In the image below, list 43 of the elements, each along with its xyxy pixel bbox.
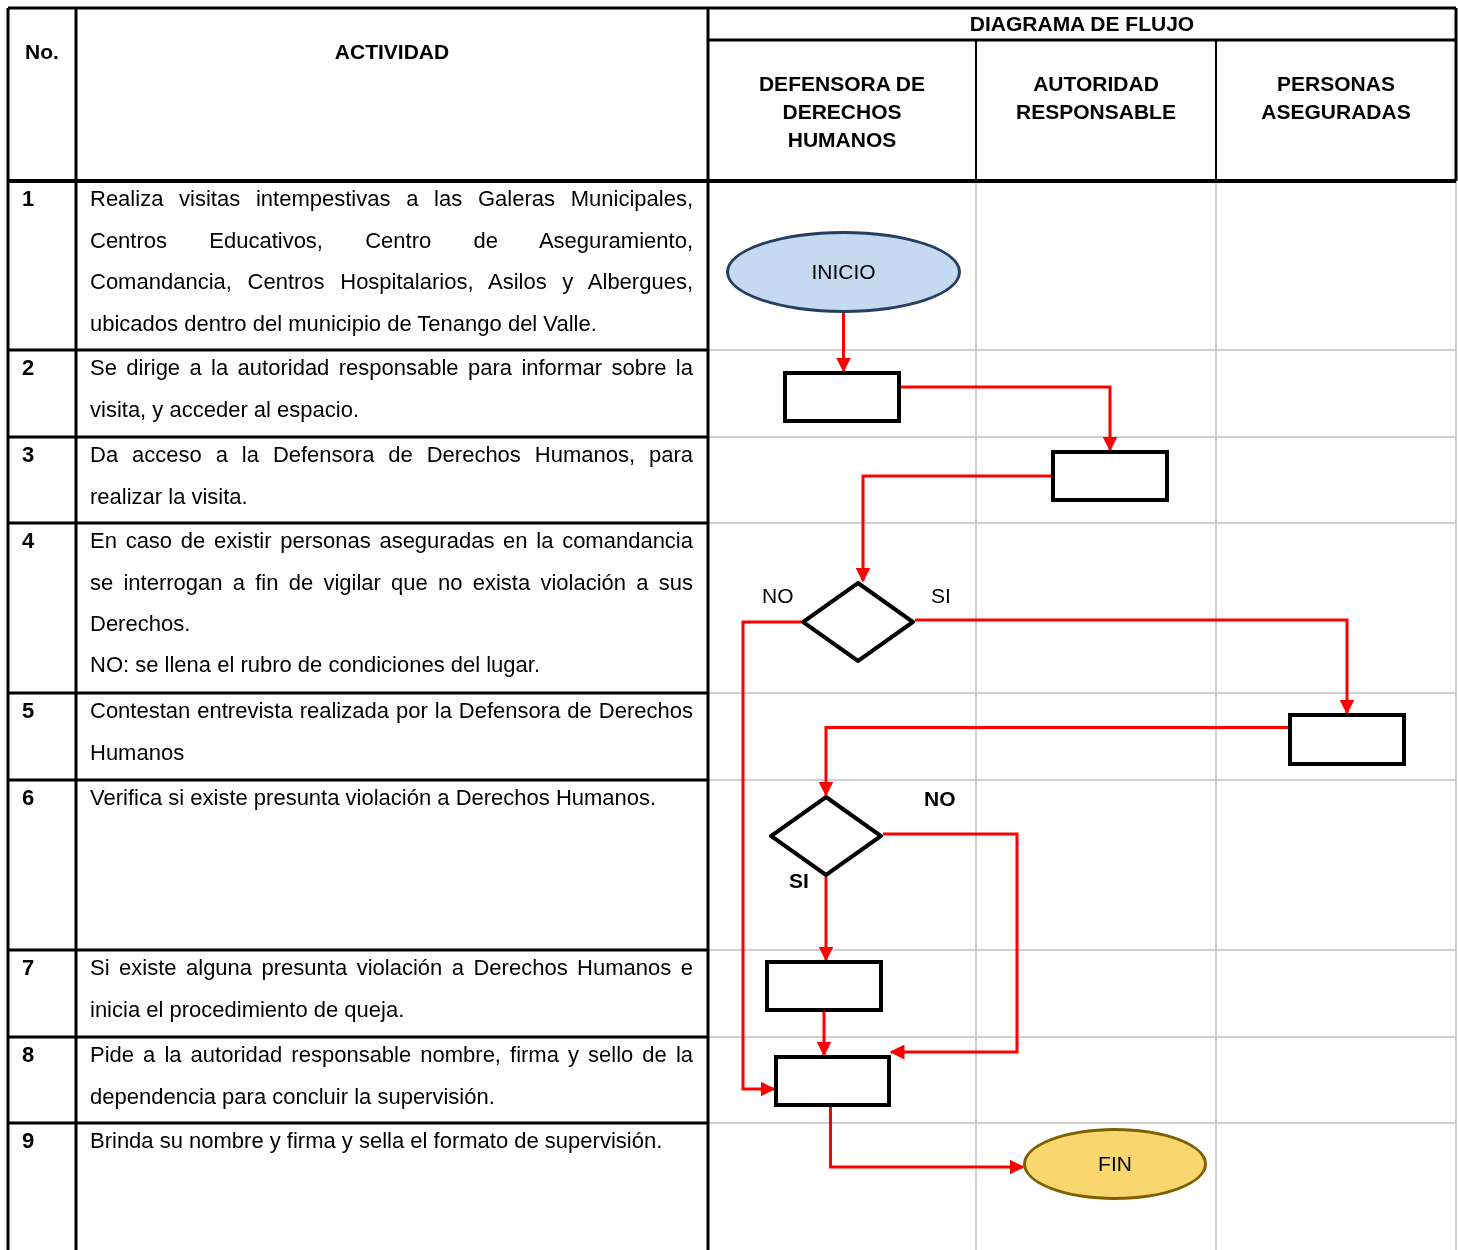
start-oval: INICIO	[726, 231, 961, 313]
row-number: 9	[22, 1127, 36, 1155]
column-header: No.	[24, 39, 60, 65]
activity-text: Brinda su nombre y firma y sella el formato de supervisión.	[90, 1127, 664, 1155]
arrow	[818, 877, 834, 962]
arrow	[915, 618, 1355, 715]
row-number: 6	[22, 784, 36, 812]
row-number: 7	[22, 954, 36, 982]
activity-text: NO: se llena el rubro de condiciones del lugar.	[90, 651, 542, 679]
row-number: 1	[22, 185, 36, 213]
process-box	[1051, 450, 1169, 502]
activity-text: Pide a la autoridad responsable nombre, firma y sello de la dependencia para concluir la supervisión.	[90, 1041, 693, 1111]
arrow	[855, 474, 1051, 583]
column-header: DEFENSORA DE DERECHOS HUMANOS	[757, 71, 927, 153]
arrow	[836, 313, 851, 373]
arrow	[883, 832, 1019, 1060]
arrow	[829, 1107, 1025, 1175]
activity-text: Da acceso a la Defensora de Derechos Humanos, para realizar la visita.	[90, 441, 693, 511]
end-oval: FIN	[1023, 1128, 1207, 1200]
activity-text: Si existe alguna presunta violación a Derechos Humanos e inicia el procedimiento de queja.	[90, 954, 693, 1024]
column-header: ACTIVIDAD	[333, 39, 451, 65]
row-number: 8	[22, 1041, 36, 1069]
process-box	[774, 1055, 891, 1107]
activity-text: En caso de existir personas aseguradas en la comandancia se interrogan a fin de vigilar que no exista violación a sus Derechos.	[90, 527, 693, 638]
arrow	[901, 385, 1118, 452]
row-number: 4	[22, 527, 36, 555]
decision-diamond	[801, 581, 915, 663]
process-box	[1288, 713, 1406, 766]
activity-text: Se dirige a la autoridad responsable para informar sobre la visita, y acceder al espacio.	[90, 354, 693, 424]
process-box	[783, 371, 901, 423]
row-number: 5	[22, 697, 36, 725]
activity-text: Realiza visitas intempestivas a las Galeras Municipales, Centros Educativos, Centro de Aseguramiento, Comandancia, Centros Hospitalarios, Asilos y Albergues, ubicados dentro del municipio de Tenango del Valle.	[90, 185, 693, 338]
column-header: PERSONAS ASEGURADAS	[1260, 71, 1412, 125]
arrow	[816, 1012, 832, 1057]
process-box	[765, 960, 883, 1012]
activity-text: Verifica si existe presunta violación a Derechos Humanos.	[90, 784, 658, 812]
row-number: 2	[22, 354, 36, 382]
column-header: AUTORIDAD RESPONSABLE	[1015, 71, 1177, 125]
arrow	[741, 620, 801, 1097]
activity-text: Contestan entrevista realizada por la Defensora de Derechos Humanos	[90, 697, 693, 767]
row-number: 3	[22, 441, 36, 469]
arrow	[818, 726, 1288, 797]
column-header: DIAGRAMA DE FLUJO	[968, 11, 1196, 37]
